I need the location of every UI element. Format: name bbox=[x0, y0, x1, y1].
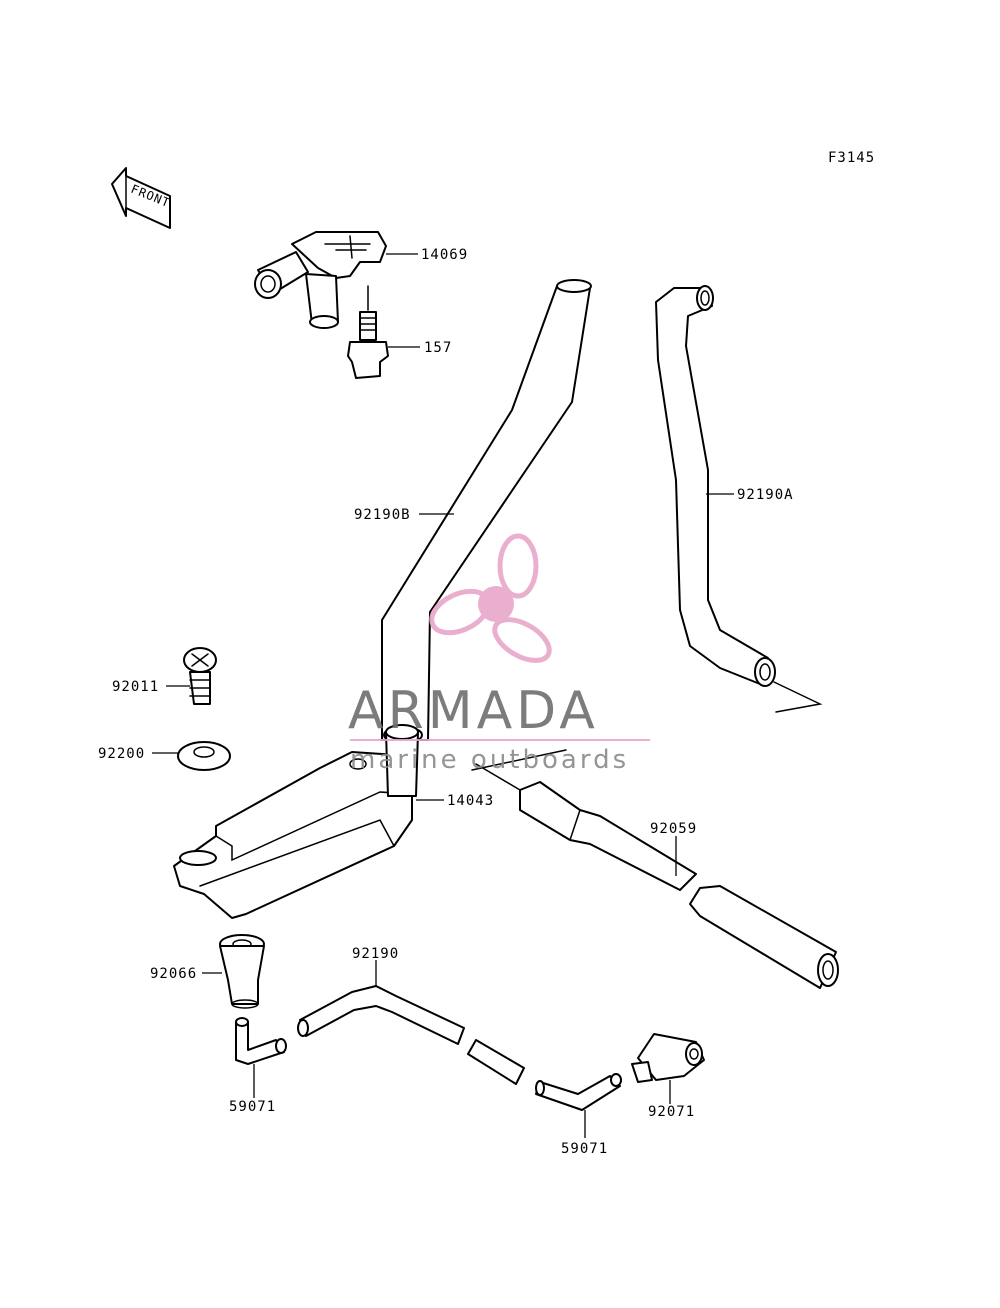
propeller-logo-icon bbox=[429, 533, 552, 663]
callout-92011: 92011 bbox=[112, 679, 159, 695]
part-59071-right-elbow bbox=[535, 1073, 622, 1111]
callout-14043: 14043 bbox=[447, 793, 494, 809]
watermark-subtitle: marine outboards bbox=[350, 745, 629, 775]
callout-92190: 92190 bbox=[352, 946, 399, 962]
callout-14069: 14069 bbox=[421, 247, 468, 263]
callout-92190B: 92190B bbox=[354, 507, 411, 523]
callout-92066: 92066 bbox=[150, 966, 197, 982]
part-92190-small-hose bbox=[297, 985, 525, 1085]
callout-92059: 92059 bbox=[650, 821, 697, 837]
callout-92071: 92071 bbox=[648, 1104, 695, 1120]
part-157-bolt bbox=[347, 285, 389, 379]
callout-92190A: 92190A bbox=[737, 487, 794, 503]
part-92190B-hose bbox=[381, 279, 592, 744]
part-92071-fitting bbox=[631, 1033, 705, 1083]
callout-leaders bbox=[152, 253, 734, 1138]
part-92011-screw bbox=[183, 647, 217, 705]
part-92190A-hose bbox=[655, 285, 823, 713]
part-14069-fitting bbox=[254, 231, 387, 329]
part-92066-grommet bbox=[219, 934, 265, 1009]
callout-157: 157 bbox=[424, 340, 452, 356]
watermark: ARMADA marine outboards bbox=[348, 533, 650, 775]
front-direction-arrow-icon: FRONT bbox=[111, 167, 172, 229]
part-92200-washer bbox=[177, 741, 231, 771]
part-59071-left-elbow bbox=[235, 1017, 287, 1065]
part-92059-tube bbox=[471, 749, 839, 989]
callout-92200: 92200 bbox=[98, 746, 145, 762]
part-14043-box bbox=[173, 724, 419, 919]
figure-code: F3145 bbox=[828, 150, 875, 166]
callout-59071-right: 59071 bbox=[561, 1141, 608, 1157]
watermark-title: ARMADA bbox=[348, 681, 599, 741]
callout-59071-left: 59071 bbox=[229, 1099, 276, 1115]
